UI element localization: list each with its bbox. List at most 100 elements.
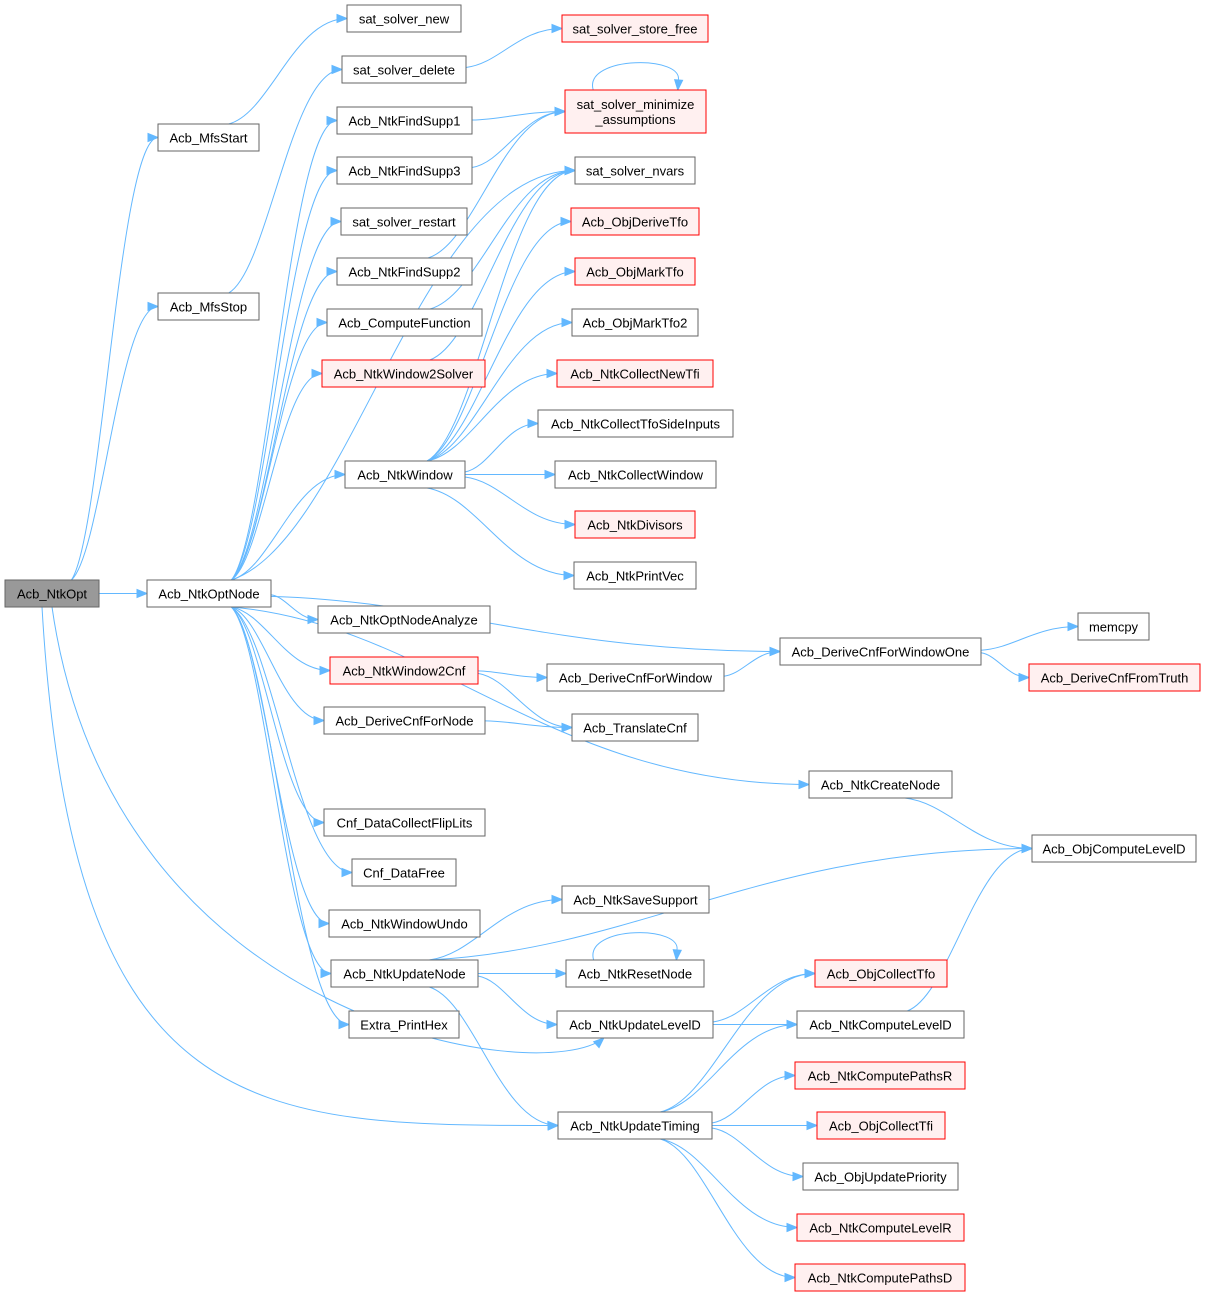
node-box[interactable]: [554, 460, 717, 489]
node-box[interactable]: [157, 123, 260, 152]
node-computefunc[interactable]: Acb_ComputeFunction: [326, 308, 483, 337]
node-box[interactable]: [556, 359, 714, 388]
node-collectwindow[interactable]: Acb_NtkCollectWindow: [554, 460, 717, 489]
node-box[interactable]: [323, 706, 486, 735]
node-derivecnfwinone[interactable]: Acb_DeriveCnfForWindowOne: [779, 637, 982, 666]
node-box[interactable]: [561, 14, 709, 43]
node-updatepriority[interactable]: Acb_ObjUpdatePriority: [802, 1162, 959, 1191]
node-box[interactable]: [571, 308, 699, 337]
node-box[interactable]: [574, 510, 696, 539]
node-box[interactable]: [574, 156, 696, 185]
node-updateleveld[interactable]: Acb_NtkUpdateLevelD: [556, 1010, 714, 1039]
node-box[interactable]: [346, 4, 462, 33]
node-box[interactable]: [808, 770, 953, 799]
node-ntkwindow[interactable]: Acb_NtkWindow: [344, 460, 466, 489]
node-marktfo[interactable]: Acb_ObjMarkTfo: [574, 257, 696, 286]
node-savesupport[interactable]: Acb_NtkSaveSupport: [561, 885, 710, 914]
node-box[interactable]: [326, 308, 483, 337]
node-box[interactable]: [330, 959, 479, 988]
node-derivecnfnode[interactable]: Acb_DeriveCnfForNode: [323, 706, 486, 735]
node-box[interactable]: [336, 106, 473, 135]
node-datafree[interactable]: Cnf_DataFree: [351, 858, 457, 887]
node-box[interactable]: [340, 207, 468, 236]
node-updatetiming[interactable]: Acb_NtkUpdateTiming: [557, 1111, 713, 1140]
node-createnode[interactable]: Acb_NtkCreateNode: [808, 770, 953, 799]
node-box[interactable]: [571, 713, 699, 742]
node-nvars[interactable]: sat_solver_nvars: [574, 156, 696, 185]
node-win2cnf[interactable]: Acb_NtkWindow2Cnf: [329, 656, 479, 685]
node-mfsstop[interactable]: Acb_MfsStop: [157, 292, 260, 321]
node-box[interactable]: [802, 1162, 959, 1191]
node-optnode[interactable]: Acb_NtkOptNode: [146, 579, 272, 608]
node-cnffromtruth[interactable]: Acb_DeriveCnfFromTruth: [1028, 663, 1201, 692]
node-box[interactable]: [146, 579, 272, 608]
node-ssdelete[interactable]: sat_solver_delete: [341, 55, 467, 84]
node-findsupp3[interactable]: Acb_NtkFindSupp3: [336, 156, 473, 185]
node-box[interactable]: [336, 257, 473, 286]
node-windowundo[interactable]: Acb_NtkWindowUndo: [328, 909, 481, 938]
node-box[interactable]: [796, 1213, 965, 1242]
node-ssnew[interactable]: sat_solver_new: [346, 4, 462, 33]
node-resetnode[interactable]: Acb_NtkResetNode: [565, 959, 705, 988]
node-computepathsr[interactable]: Acb_NtkComputePathsR: [794, 1061, 966, 1090]
node-box[interactable]: [1028, 663, 1201, 692]
node-ssrestart[interactable]: sat_solver_restart: [340, 207, 468, 236]
node-translatecnf[interactable]: Acb_TranslateCnf: [571, 713, 699, 742]
node-flipLits[interactable]: Cnf_DataCollectFlipLits: [323, 808, 486, 837]
node-box[interactable]: [348, 1010, 460, 1039]
node-derivecnfwin[interactable]: Acb_DeriveCnfForWindow: [546, 663, 725, 692]
node-marktfo2[interactable]: Acb_ObjMarkTfo2: [571, 308, 699, 337]
node-box[interactable]: [565, 959, 705, 988]
node-box[interactable]: [317, 605, 491, 634]
node-box[interactable]: [537, 409, 734, 438]
node-box[interactable]: [157, 292, 260, 321]
node-box[interactable]: [321, 359, 486, 388]
node-storefree[interactable]: sat_solver_store_free: [561, 14, 709, 43]
node-collectnewtfi[interactable]: Acb_NtkCollectNewTfi: [556, 359, 714, 388]
node-box[interactable]: [341, 55, 467, 84]
node-computeleveld[interactable]: Acb_NtkComputeLevelD: [796, 1010, 965, 1039]
node-mfsstart[interactable]: Acb_MfsStart: [157, 123, 260, 152]
node-findsupp2[interactable]: Acb_NtkFindSupp2: [336, 257, 473, 286]
node-box[interactable]: [556, 1010, 714, 1039]
node-memcpy[interactable]: memcpy: [1077, 612, 1150, 641]
node-box[interactable]: [329, 656, 479, 685]
node-box[interactable]: [336, 156, 473, 185]
node-collecttfo[interactable]: Acb_ObjCollectTfo: [814, 959, 948, 988]
node-win2solver[interactable]: Acb_NtkWindow2Solver: [321, 359, 486, 388]
node-box[interactable]: [561, 885, 710, 914]
node-minassump[interactable]: sat_solver_minimize_assumptions: [564, 89, 707, 134]
node-box[interactable]: [814, 959, 948, 988]
node-box[interactable]: [1031, 834, 1197, 863]
node-box[interactable]: [564, 89, 707, 134]
node-box[interactable]: [344, 460, 466, 489]
node-box[interactable]: [573, 561, 697, 590]
node-printhex[interactable]: Extra_PrintHex: [348, 1010, 460, 1039]
node-computepathsd[interactable]: Acb_NtkComputePathsD: [794, 1263, 966, 1292]
node-box[interactable]: [323, 808, 486, 837]
node-box[interactable]: [1077, 612, 1150, 641]
node-box[interactable]: [546, 663, 725, 692]
node-box[interactable]: [351, 858, 457, 887]
node-box[interactable]: [557, 1111, 713, 1140]
node-updatenode[interactable]: Acb_NtkUpdateNode: [330, 959, 479, 988]
node-box[interactable]: [570, 207, 700, 236]
node-box[interactable]: [794, 1263, 966, 1292]
node-box[interactable]: [328, 909, 481, 938]
node-computelevelr[interactable]: Acb_NtkComputeLevelR: [796, 1213, 965, 1242]
node-tfoside[interactable]: Acb_NtkCollectTfoSideInputs: [537, 409, 734, 438]
node-box[interactable]: [779, 637, 982, 666]
node-objcomputeleveld[interactable]: Acb_ObjComputeLevelD: [1031, 834, 1197, 863]
node-optnodeanalyze[interactable]: Acb_NtkOptNodeAnalyze: [317, 605, 491, 634]
node-box[interactable]: [4, 579, 100, 608]
node-root[interactable]: Acb_NtkOpt: [4, 579, 100, 608]
node-divisors[interactable]: Acb_NtkDivisors: [574, 510, 696, 539]
node-findsupp1[interactable]: Acb_NtkFindSupp1: [336, 106, 473, 135]
node-printvec[interactable]: Acb_NtkPrintVec: [573, 561, 697, 590]
node-derivetfo[interactable]: Acb_ObjDeriveTfo: [570, 207, 700, 236]
node-box[interactable]: [816, 1111, 946, 1140]
node-box[interactable]: [796, 1010, 965, 1039]
node-collecttfi[interactable]: Acb_ObjCollectTfi: [816, 1111, 946, 1140]
node-box[interactable]: [574, 257, 696, 286]
node-box[interactable]: [794, 1061, 966, 1090]
